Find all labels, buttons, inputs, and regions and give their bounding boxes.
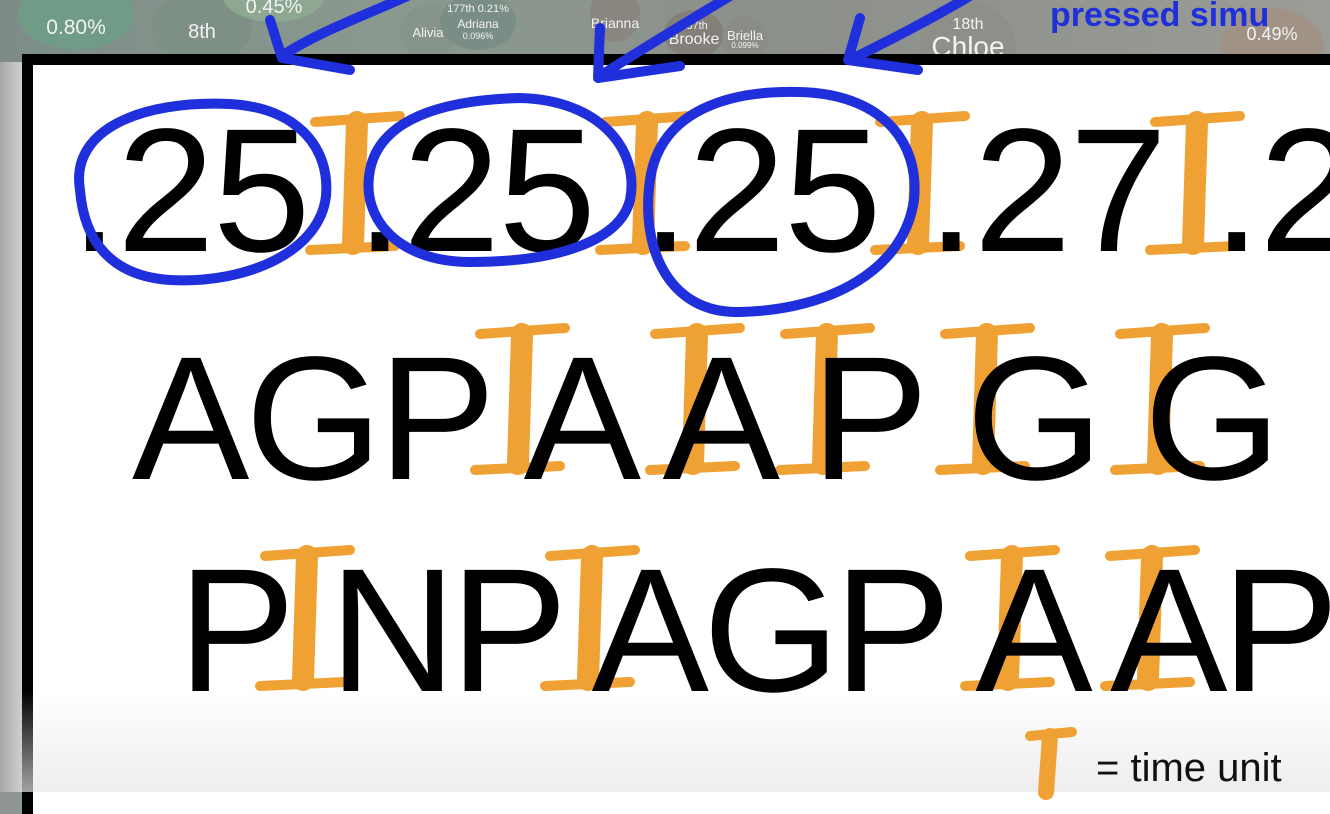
bubble-label: Alivia: [412, 24, 444, 40]
time-unit-marker: [540, 545, 640, 691]
arrow-annotation: [277, 0, 411, 61]
time-unit-marker: [1145, 111, 1245, 255]
legend-marker-icon: [1025, 727, 1077, 800]
bubble: 0.49%: [1220, 8, 1324, 62]
time-unit-marker: [1100, 545, 1200, 691]
time-unit-marker: [1110, 323, 1210, 475]
time-unit-marker: [470, 323, 570, 475]
arrow-annotation: [595, 0, 734, 81]
bubble-label: Brooke: [668, 30, 720, 48]
bottom-fade: [22, 690, 1330, 792]
time-unit-marker: [645, 323, 745, 475]
arrow-annotation: [843, 13, 923, 75]
bubble-rank: 177th 0.21%: [447, 2, 509, 15]
bubble-rank: 137th: [680, 19, 708, 32]
time-unit-marker: [255, 545, 355, 691]
bubble-label: Briella: [726, 27, 764, 43]
time-unit-marker: [775, 323, 875, 475]
time-unit-marker: [960, 545, 1060, 691]
time-unit-markers: [255, 111, 1245, 691]
time-unit-marker: [305, 111, 405, 255]
bubble-label: Adriana: [457, 16, 499, 31]
bubble-rank: 0.099%: [731, 40, 759, 50]
bubble-label: 0.80%: [46, 15, 106, 39]
arrow-annotation: [845, 0, 973, 65]
time-unit-marker: [935, 323, 1035, 475]
annotation-text: pressed simu: [1050, 0, 1270, 34]
bubble-label: 8th: [188, 21, 216, 43]
slide-shadow: [0, 62, 22, 792]
bubble: 177th 0.21% Adriana 0.096%: [440, 0, 516, 50]
circle-annotation: [74, 98, 332, 286]
ink-annotations: [74, 0, 973, 318]
circle-annotation: [643, 86, 920, 318]
arrow-annotation: [265, 15, 355, 75]
bubble-rank: 0.096%: [462, 30, 494, 41]
bubble-label: 0.49%: [1246, 24, 1298, 44]
bubble-label: 0.45%: [245, 0, 303, 18]
bubble: 0.45%: [222, 0, 326, 22]
name-bubbles-strip: 0.80% 8th 0.45% Alivia 177th 0.21% Adria…: [0, 0, 1330, 62]
sequence-row-1: AGP A A P G G: [132, 321, 1281, 517]
arrow-annotation: [593, 23, 685, 83]
bubble-rank: 18th: [952, 16, 984, 33]
legend-label: = time unit: [1096, 746, 1282, 790]
circle-annotation: [363, 93, 637, 267]
